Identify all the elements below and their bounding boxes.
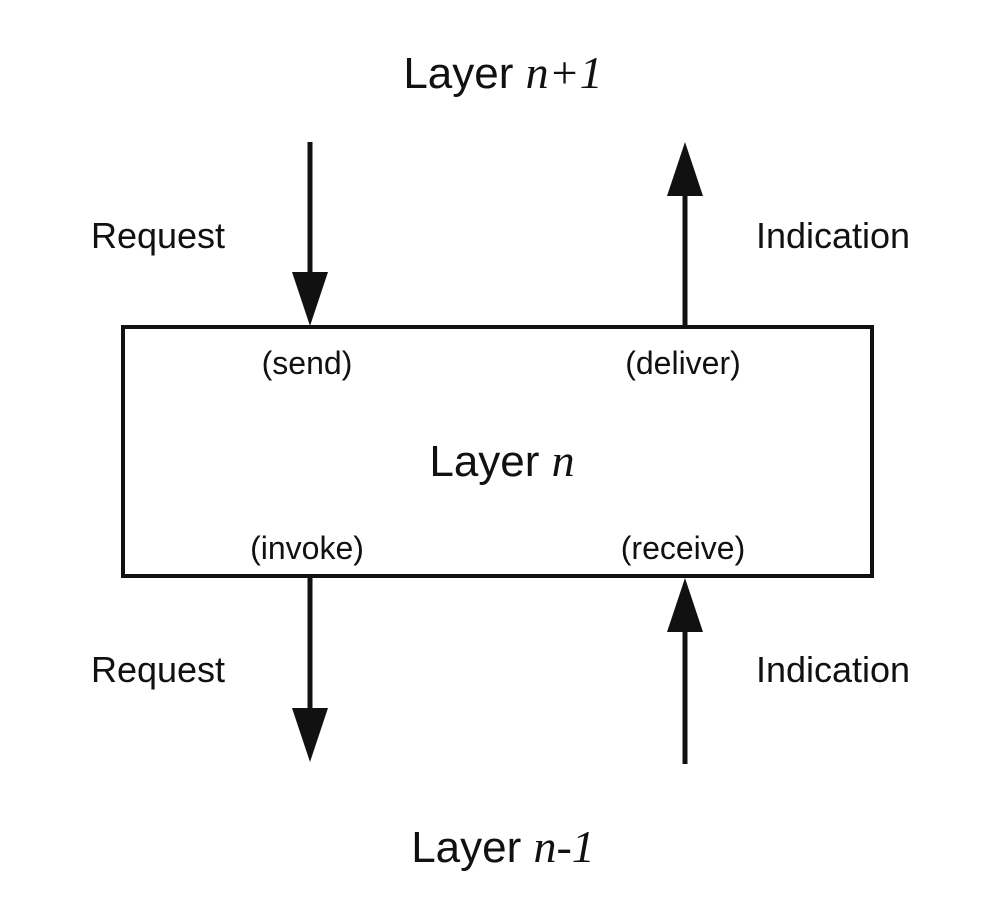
lower-request-arrow-head (292, 708, 328, 762)
upper-indication-arrow (667, 142, 703, 326)
layer-middle-variable: n (552, 435, 575, 486)
layer-lower-title: Layer n-1 (411, 821, 595, 872)
send-operation-label: (send) (262, 345, 353, 381)
upper-request-label: Request (91, 215, 225, 256)
upper-request-arrow (292, 142, 328, 326)
lower-indication-arrow (667, 578, 703, 764)
lower-indication-label: Indication (756, 649, 910, 690)
upper-indication-label: Indication (756, 215, 910, 256)
layer-n-box (121, 325, 874, 578)
layer-middle-title: Layer n (429, 435, 574, 486)
receive-operation-label: (receive) (621, 530, 745, 566)
upper-request-arrow-head (292, 272, 328, 326)
upper-indication-arrow-head (667, 142, 703, 196)
layer-middle-prefix: Layer (429, 437, 551, 486)
layer-upper-variable: n+1 (526, 47, 603, 98)
layer-upper-title: Layer n+1 (403, 47, 602, 98)
lower-indication-arrow-head (667, 578, 703, 632)
lower-request-label: Request (91, 649, 225, 690)
invoke-operation-label: (invoke) (250, 530, 364, 566)
layer-lower-variable: n-1 (533, 821, 594, 872)
layer-lower-prefix: Layer (411, 823, 533, 872)
layer-upper-prefix: Layer (403, 49, 525, 98)
deliver-operation-label: (deliver) (625, 345, 741, 381)
lower-request-arrow (292, 578, 328, 762)
